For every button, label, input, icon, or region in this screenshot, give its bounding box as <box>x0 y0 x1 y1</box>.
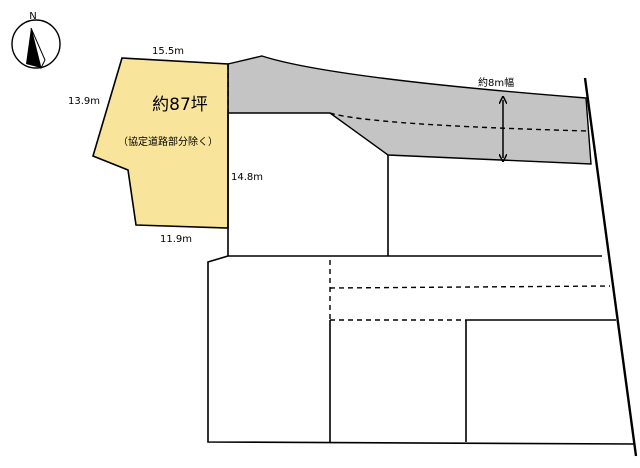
lot-outline-south <box>207 255 636 445</box>
road-centerline-dashed <box>329 112 589 132</box>
road-east-edge <box>583 77 638 457</box>
lot-area-note: （協定道路部分除く） <box>118 135 218 148</box>
neighbor-lots <box>207 77 638 457</box>
dashed-boundaries <box>227 64 611 321</box>
compass-north-label: N <box>29 11 36 22</box>
compass-needle-light <box>30 27 46 70</box>
road-area <box>227 55 592 165</box>
dimension-left: 13.9m <box>68 96 100 107</box>
compass-circle <box>11 19 61 69</box>
lot-divider-dashed-1 <box>329 285 611 289</box>
dimension-top: 15.5m <box>152 46 184 57</box>
road-width-label: 約8m幅 <box>478 76 514 89</box>
dimension-bottom: 11.9m <box>160 234 192 245</box>
dimension-right: 14.8m <box>231 172 263 183</box>
lot-area-label: 約87坪 <box>152 95 208 115</box>
compass-needle-icon <box>26 28 41 68</box>
north-compass: N <box>11 11 61 70</box>
